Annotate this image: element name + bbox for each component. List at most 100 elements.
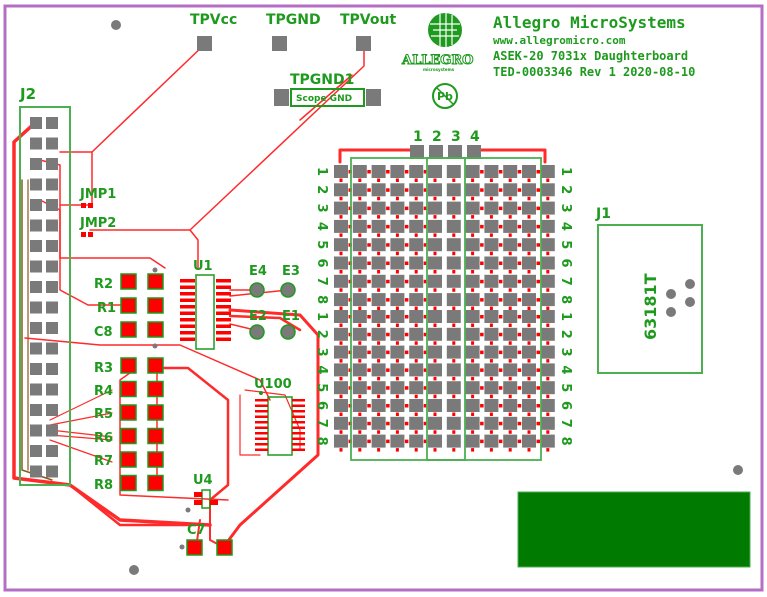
array-pad[interactable] [409,399,424,412]
array-pad[interactable] [540,274,555,288]
array-pad[interactable] [540,183,555,197]
array-pad[interactable] [334,399,348,412]
array-pad[interactable] [352,363,367,377]
j2-pin[interactable] [30,199,42,211]
array-pad[interactable] [371,363,386,377]
array-pad[interactable] [522,327,536,341]
array-pad[interactable] [352,183,367,197]
array-pad[interactable] [465,165,480,178]
array-pad[interactable] [334,238,348,252]
array-pad[interactable] [465,363,480,377]
array-pad[interactable] [371,416,386,430]
j2-pin[interactable] [30,281,42,293]
array-pad[interactable] [540,310,555,323]
c7-pad[interactable] [216,539,233,556]
component-pad[interactable] [120,297,137,314]
array-pad[interactable] [371,256,386,270]
array-pad[interactable] [390,399,405,412]
array-pad[interactable] [522,363,536,377]
array-pad[interactable] [465,416,480,430]
array-pad[interactable] [371,274,386,288]
array-pad[interactable] [465,293,480,307]
component-pad[interactable] [147,357,164,374]
array-pad[interactable] [540,165,555,178]
array-pad[interactable] [446,201,461,215]
array-pad[interactable] [503,327,518,341]
array-pad[interactable] [484,416,499,430]
array-pad[interactable] [334,274,348,288]
array-pad[interactable] [371,310,386,323]
array-pad[interactable] [352,201,367,215]
array-pad[interactable] [446,416,461,430]
array-pad[interactable] [503,434,518,448]
j2-pin[interactable] [30,322,42,334]
array-pad[interactable] [352,345,367,359]
component-pad[interactable] [120,404,137,421]
j2-pin[interactable] [30,363,42,375]
array-pad[interactable] [390,434,405,448]
component-pad[interactable] [147,451,164,468]
j2-pin[interactable] [46,301,58,314]
j2-pin[interactable] [46,322,58,334]
array-pad[interactable] [503,256,518,270]
array-pad[interactable] [522,274,536,288]
component-pad[interactable] [120,357,137,374]
test-point-vcc[interactable] [197,36,212,51]
array-pad[interactable] [334,327,348,341]
j2-pin[interactable] [30,383,42,396]
j1-pin[interactable] [666,289,676,299]
j2-pin[interactable] [46,424,58,437]
array-pad[interactable] [446,256,461,270]
array-pad[interactable] [334,293,348,307]
array-pad[interactable] [522,238,536,252]
header-pad[interactable] [448,145,462,159]
array-pad[interactable] [352,274,367,288]
array-pad[interactable] [540,399,555,412]
array-pad[interactable] [390,381,405,395]
j2-pin[interactable] [46,137,58,150]
array-pad[interactable] [390,219,405,233]
array-pad[interactable] [428,256,442,270]
array-pad[interactable] [540,381,555,395]
array-pad[interactable] [428,310,442,323]
array-pad[interactable] [484,399,499,412]
array-pad[interactable] [371,399,386,412]
array-pad[interactable] [484,434,499,448]
component-pad[interactable] [120,474,137,492]
array-pad[interactable] [484,274,499,288]
array-pad[interactable] [484,345,499,359]
u4-pad[interactable] [194,492,202,497]
array-pad[interactable] [371,327,386,341]
array-pad[interactable] [334,416,348,430]
array-pad[interactable] [428,434,442,448]
array-pad[interactable] [409,274,424,288]
array-pad[interactable] [540,238,555,252]
jmp1-pad[interactable] [81,203,86,208]
j2-pin[interactable] [46,260,58,273]
array-pad[interactable] [503,381,518,395]
array-pad[interactable] [371,434,386,448]
array-pad[interactable] [522,434,536,448]
array-pad[interactable] [352,293,367,307]
array-pad[interactable] [409,327,424,341]
array-pad[interactable] [409,238,424,252]
j1-pin[interactable] [666,307,676,317]
u4-pad[interactable] [194,500,202,505]
array-pad[interactable] [428,381,442,395]
header-pad[interactable] [429,145,443,159]
j2-pin[interactable] [30,424,42,437]
array-pad[interactable] [352,381,367,395]
array-pad[interactable] [371,345,386,359]
array-pad[interactable] [503,399,518,412]
j2-pin[interactable] [46,281,58,293]
array-pad[interactable] [334,256,348,270]
array-pad[interactable] [522,183,536,197]
array-pad[interactable] [428,327,442,341]
array-pad[interactable] [409,183,424,197]
jmp1-pad[interactable] [88,203,93,208]
array-pad[interactable] [334,201,348,215]
array-pad[interactable] [522,381,536,395]
component-pad[interactable] [120,427,137,445]
array-pad[interactable] [334,310,348,323]
array-pad[interactable] [446,363,461,377]
